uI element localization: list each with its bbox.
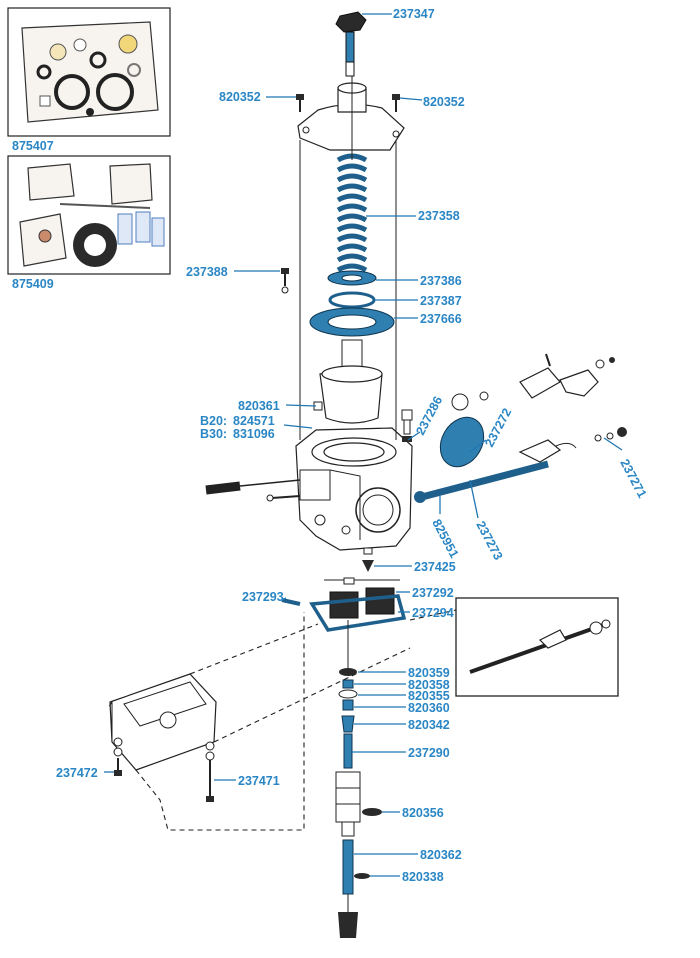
spring-part xyxy=(336,153,368,273)
o-ring-820356-part xyxy=(362,808,382,816)
spring-retainer-part xyxy=(327,270,377,286)
label-237272: 237272 xyxy=(482,406,514,449)
label-820358: 820358 xyxy=(408,678,450,692)
jet-assembly-stack-part xyxy=(335,668,361,938)
label-825951: 825951 xyxy=(429,517,461,560)
label-820355: 820355 xyxy=(408,689,450,703)
kit-875407-panel[interactable]: 875407 xyxy=(7,7,171,153)
float-chamber-seal-237425-part xyxy=(362,547,374,572)
label-b30-prefix: B30: xyxy=(200,427,227,441)
label-237472: 237472 xyxy=(56,766,98,780)
label-237388: 237388 xyxy=(186,265,228,279)
label-820360: 820360 xyxy=(408,701,450,715)
gasket-kit-image xyxy=(21,21,159,123)
o-ring-820338-part xyxy=(354,873,370,879)
retaining-ring-part xyxy=(328,291,376,309)
damper-cap-part xyxy=(335,11,367,77)
kit-875407-number: 875407 xyxy=(12,139,54,153)
float-chamber-part xyxy=(109,673,217,771)
label-824571: 824571 xyxy=(233,414,275,428)
label-237666: 237666 xyxy=(420,312,462,326)
cover-screw-left-part xyxy=(296,94,304,112)
label-237347: 237347 xyxy=(393,7,435,21)
label-237294: 237294 xyxy=(412,606,454,620)
label-237273: 237273 xyxy=(473,519,505,562)
label-237387: 237387 xyxy=(420,294,462,308)
label-820342: 820342 xyxy=(408,718,450,732)
label-237358: 237358 xyxy=(418,209,460,223)
throttle-spindle-part xyxy=(414,460,549,503)
float-gasket-237294-part xyxy=(309,594,407,632)
kit-875409-number: 875409 xyxy=(12,277,54,291)
throttle-spindle-inset xyxy=(455,597,619,697)
label-820362: 820362 xyxy=(420,848,462,862)
label-820359: 820359 xyxy=(408,666,450,680)
label-820361: 820361 xyxy=(238,399,280,413)
throttle-disc-part xyxy=(439,416,485,468)
label-820352-left: 820352 xyxy=(219,90,261,104)
label-b20-prefix: B20: xyxy=(200,414,227,428)
rebuild-kit-image xyxy=(19,163,165,267)
carburetor-body-part xyxy=(295,427,413,551)
screw-237388-part xyxy=(281,268,289,294)
air-valve-piston-part xyxy=(319,339,383,424)
float-chamber-screw-237471-part xyxy=(205,741,215,802)
float-chamber-screw-237472-part xyxy=(113,737,123,776)
label-237292: 237292 xyxy=(412,586,454,600)
cover-screw-right-part xyxy=(392,94,400,112)
float-237292-part xyxy=(324,577,400,619)
throttle-linkage-top-part xyxy=(451,353,615,411)
label-237286: 237286 xyxy=(413,394,445,437)
kit-875409-panel[interactable]: 875409 xyxy=(7,155,171,291)
diaphragm-part xyxy=(309,307,395,337)
label-237293: 237293 xyxy=(242,590,284,604)
throttle-linkage-right-part xyxy=(518,427,627,463)
leader-lines xyxy=(104,13,623,877)
label-820352-right: 820352 xyxy=(423,95,465,109)
label-237386: 237386 xyxy=(420,274,462,288)
fuel-hose-fitting-part xyxy=(205,479,301,502)
needle-valve-237286-part xyxy=(401,409,413,442)
label-237271: 237271 xyxy=(617,457,649,500)
label-831096: 831096 xyxy=(233,427,275,441)
float-pin-237293-part xyxy=(281,598,301,606)
dashpot-cover-part xyxy=(297,82,405,151)
label-820356: 820356 xyxy=(402,806,444,820)
label-237290: 237290 xyxy=(408,746,450,760)
label-237471: 237471 xyxy=(238,774,280,788)
label-820338: 820338 xyxy=(402,870,444,884)
label-237425: 237425 xyxy=(414,560,456,574)
assembly-guide-lines xyxy=(107,76,457,831)
